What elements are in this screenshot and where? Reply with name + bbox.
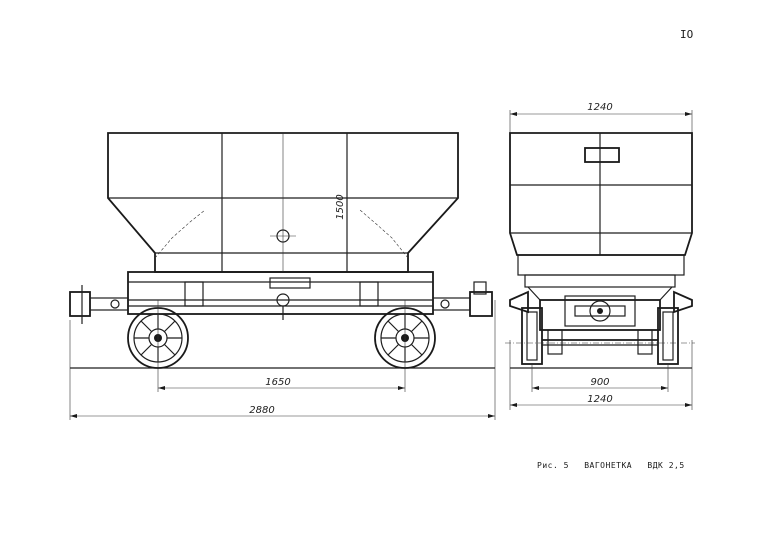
front-view: 1240: [505, 102, 695, 410]
side-wheelbase-dimension: 1650: [265, 377, 290, 388]
figure-title: ВАГОНЕТКА: [584, 461, 633, 470]
figure-caption: Рис. 5 ВАГОНЕТКА ВДК 2,5: [537, 461, 695, 470]
front-bottom-width-dimension: 1240: [587, 394, 612, 405]
front-undercarriage: [505, 274, 695, 365]
figure-label: Рис. 5: [537, 461, 569, 470]
figure-model: ВДК 2,5: [647, 461, 685, 470]
side-height-dimension: 1500: [335, 194, 346, 219]
front-gauge-dimension: 900: [590, 377, 609, 388]
side-coupler-right: [432, 281, 493, 317]
page-number: IO: [680, 28, 694, 41]
side-coupler-left: [69, 285, 129, 324]
front-hopper: [509, 132, 693, 276]
side-view: 1500 1650 2880: [69, 132, 496, 420]
side-length-dimension: 2880: [249, 405, 274, 416]
side-frame: [127, 271, 434, 320]
front-top-width-dimension: 1240: [587, 102, 612, 113]
